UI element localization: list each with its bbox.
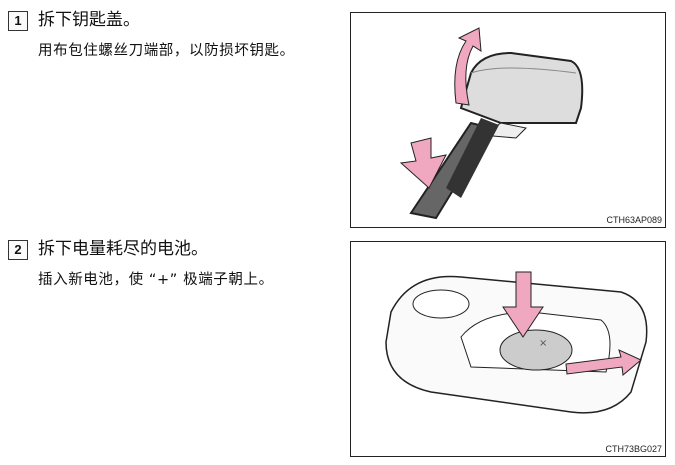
figure-caption: CTH73BG027	[605, 444, 662, 454]
step-title: 拆下钥匙盖。	[38, 10, 140, 30]
step-description: 插入新电池，使 “+” 极端子朝上。	[38, 272, 274, 288]
figure-caption: CTH63AP089	[606, 215, 662, 225]
step-number: 1	[8, 11, 28, 31]
battery-illustration: ×	[385, 271, 648, 414]
svg-text:×: ×	[539, 338, 547, 349]
step-1: 1 拆下钥匙盖。 用布包住螺丝刀端部，以防损坏钥匙。	[8, 8, 338, 98]
figure-remove-battery: × CTH73BG027	[350, 241, 666, 457]
figure-remove-key-cover: CTH63AP089	[350, 12, 666, 228]
step-2: 2 拆下电量耗尽的电池。 插入新电池，使 “+” 极端子朝上。	[8, 237, 338, 297]
step-description: 用布包住螺丝刀端部，以防损坏钥匙。	[38, 43, 295, 59]
step-number: 2	[8, 240, 28, 260]
key-cover-illustration	[399, 27, 584, 220]
step-title: 拆下电量耗尽的电池。	[38, 239, 208, 259]
